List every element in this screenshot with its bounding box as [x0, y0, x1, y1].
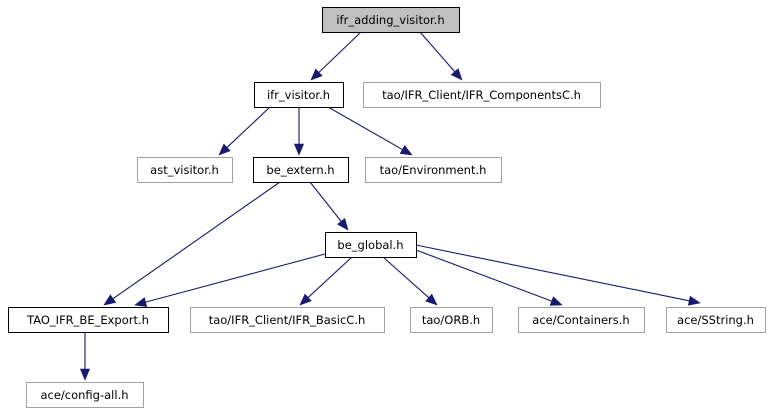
edge-line	[415, 249, 552, 302]
node-ifr_basicc[interactable]: tao/IFR_Client/IFR_BasicC.h	[190, 307, 385, 333]
node-ifr_componentsc[interactable]: tao/IFR_Client/IFR_ComponentsC.h	[363, 82, 601, 108]
arrowhead-icon	[218, 143, 231, 156]
node-label: TAO_IFR_BE_Export.h	[26, 313, 149, 327]
arrowhead-icon	[79, 368, 91, 381]
edge-tao_ifr_be_export-to-ace_config_all	[79, 332, 91, 381]
node-label: ifr_visitor.h	[267, 88, 330, 102]
edge-be_extern-to-be_global	[309, 181, 349, 231]
node-label: be_extern.h	[266, 163, 334, 177]
node-box[interactable]	[365, 157, 502, 183]
node-ace_config_all[interactable]: ace/config-all.h	[26, 382, 144, 408]
node-tao_environment[interactable]: tao/Environment.h	[365, 157, 502, 183]
arrowhead-icon	[103, 294, 117, 306]
arrowhead-icon	[425, 293, 438, 306]
node-box[interactable]	[190, 307, 385, 333]
node-label: ast_visitor.h	[150, 163, 219, 177]
node-layer: ifr_adding_visitor.h ifr_visitor.h tao/IFR…	[7, 6, 766, 408]
node-label: tao/IFR_Client/IFR_BasicC.h	[209, 313, 366, 327]
arrowhead-icon	[399, 145, 413, 156]
node-label: ace/config-all.h	[40, 388, 128, 402]
edge-layer	[79, 31, 701, 381]
node-box[interactable]	[410, 307, 493, 333]
edge-line	[318, 31, 362, 73]
node-box[interactable]	[324, 231, 418, 259]
arrowhead-icon	[450, 68, 463, 81]
node-label: tao/ORB.h	[422, 313, 480, 327]
edge-be_global-to-tao_orb	[382, 256, 438, 306]
node-label: ace/Containers.h	[532, 313, 629, 327]
edge-line	[145, 253, 326, 303]
edge-line	[226, 106, 271, 148]
edge-line	[382, 256, 430, 299]
edge-line	[112, 181, 281, 300]
edge-line	[415, 244, 690, 302]
node-ast_visitor[interactable]: ast_visitor.h	[137, 157, 233, 183]
node-label: tao/IFR_Client/IFR_ComponentsC.h	[382, 88, 581, 102]
arrowhead-icon	[310, 68, 323, 81]
edge-line	[327, 106, 403, 151]
arrowhead-icon	[134, 297, 148, 307]
node-box[interactable]	[666, 307, 766, 333]
node-tao_ifr_be_export[interactable]: TAO_IFR_BE_Export.h	[7, 306, 170, 334]
node-box[interactable]	[321, 6, 461, 34]
edge-be_global-to-tao_ifr_be_export	[134, 253, 326, 307]
node-ifr_visitor[interactable]: ifr_visitor.h	[253, 81, 345, 109]
node-box[interactable]	[137, 157, 233, 183]
node-box[interactable]	[7, 306, 170, 334]
arrowhead-icon	[293, 143, 305, 156]
node-box[interactable]	[518, 307, 645, 333]
node-label: be_global.h	[337, 238, 403, 252]
edge-line	[419, 31, 456, 73]
arrowhead-icon	[299, 293, 312, 306]
node-tao_orb[interactable]: tao/ORB.h	[410, 307, 493, 333]
edge-ifr_adding_visitor-to-ifr_componentsc	[419, 31, 463, 81]
edge-ifr_adding_visitor-to-ifr_visitor	[310, 31, 362, 81]
edge-ifr_visitor-to-tao_environment	[327, 106, 413, 156]
arrowhead-icon	[549, 296, 563, 306]
edge-ifr_visitor-to-ast_visitor	[218, 106, 271, 156]
node-label: ace/SString.h	[677, 313, 754, 327]
edge-line	[307, 256, 353, 298]
edge-be_global-to-ifr_basicc	[299, 256, 353, 306]
node-box[interactable]	[252, 156, 350, 184]
node-be_global[interactable]: be_global.h	[324, 231, 418, 259]
edge-line	[309, 181, 342, 222]
node-box[interactable]	[26, 382, 144, 408]
node-ifr_adding_visitor[interactable]: ifr_adding_visitor.h	[321, 6, 461, 34]
node-box[interactable]	[253, 81, 345, 109]
edge-be_global-to-ace_containers	[415, 249, 563, 306]
node-ace_sstring[interactable]: ace/SString.h	[666, 307, 766, 333]
node-label: ifr_adding_visitor.h	[336, 13, 444, 27]
edge-ifr_visitor-to-be_extern	[293, 107, 305, 156]
arrowhead-icon	[687, 295, 701, 306]
edge-be_global-to-ace_sstring	[415, 244, 701, 306]
node-label: tao/Environment.h	[380, 163, 487, 177]
node-ace_containers[interactable]: ace/Containers.h	[518, 307, 645, 333]
node-box[interactable]	[363, 82, 601, 108]
edge-be_extern-to-tao_ifr_be_export	[103, 181, 281, 306]
node-be_extern[interactable]: be_extern.h	[252, 156, 350, 184]
arrowhead-icon	[337, 218, 349, 231]
